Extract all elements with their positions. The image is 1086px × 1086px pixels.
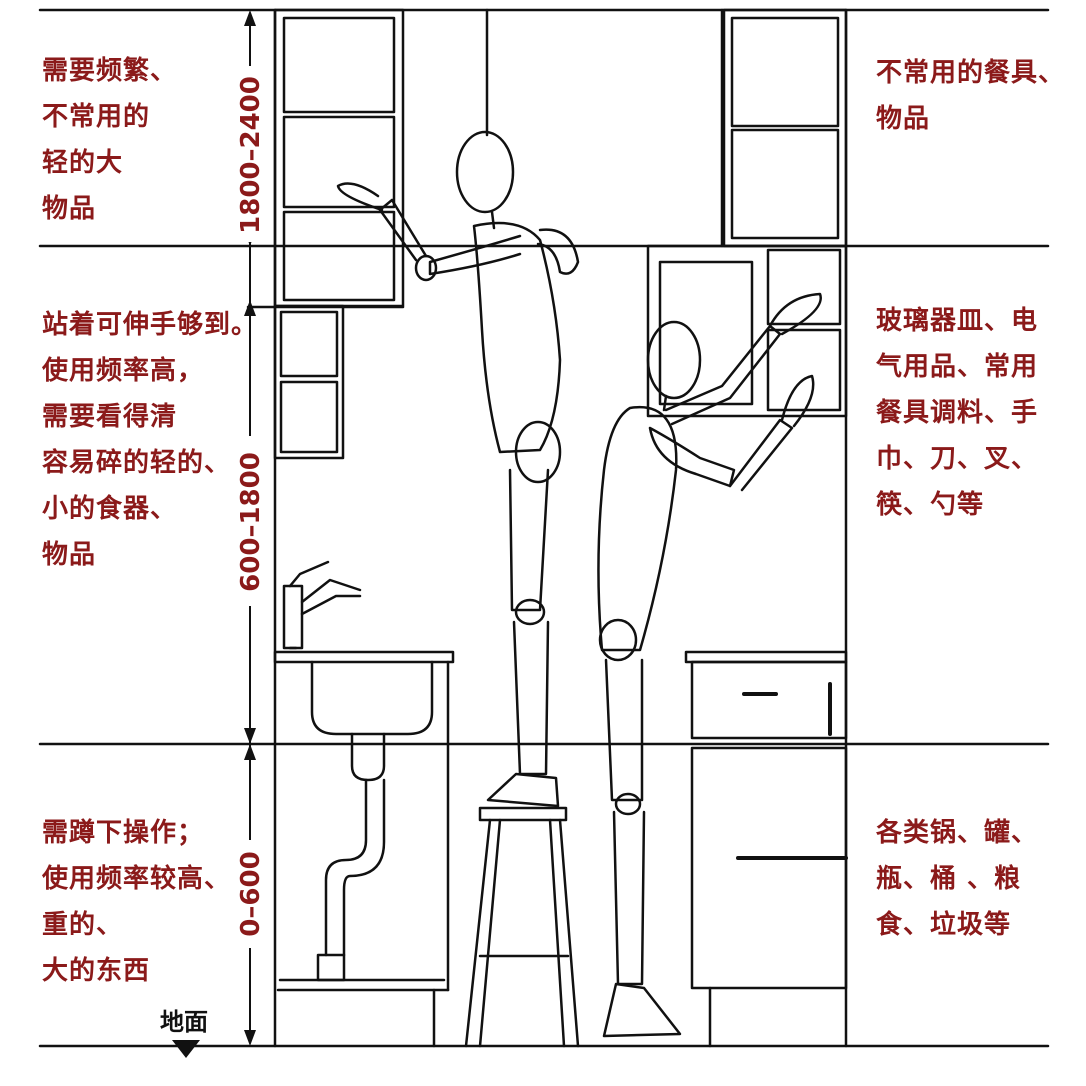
zone-bottom-right-text: 各类锅、罐、 瓶、桶 、粮 食、垃圾等 (876, 818, 1039, 940)
upper-left-cabinet (248, 10, 403, 307)
figure-on-floor (598, 294, 820, 1036)
zone-middle-right-text: 玻璃器皿、电 气用品、常用 餐具调料、手 巾、刀、叉、 筷、勺等 (876, 306, 1039, 520)
figure-on-stool (338, 132, 578, 806)
small-left-cabinet (275, 306, 343, 458)
mid-right-cabinet (648, 246, 846, 416)
range-label-bottom: 0–600 (236, 851, 266, 936)
upper-right-cabinet (724, 10, 846, 246)
sink-counter (275, 652, 453, 1046)
range-label-middle: 600–1800 (236, 452, 266, 592)
zone-top-left-text: 需要频繁、 不常用的 轻的大 物品 (42, 56, 178, 224)
ground-label: 地面 (160, 1008, 208, 1036)
dimension-labels: 1800–2400 600–1800 0–600 (236, 66, 266, 948)
range-label-top: 1800–2400 (236, 76, 266, 234)
faucet (284, 562, 360, 648)
zone-middle-left-text: 站着可伸手够到。 使用频率高， 需要看得清 容易碎的轻的、 小的食器、 物品 (42, 310, 259, 570)
lower-right-cabinet (686, 652, 846, 1046)
zone-top-right-text: 不常用的餐具、 物品 (876, 58, 1066, 134)
step-stool (466, 808, 578, 1046)
ground-marker-icon (172, 1040, 200, 1058)
zone-bottom-left-text: 需蹲下操作； 使用频率较高、 重的、 大的东西 (42, 818, 232, 986)
